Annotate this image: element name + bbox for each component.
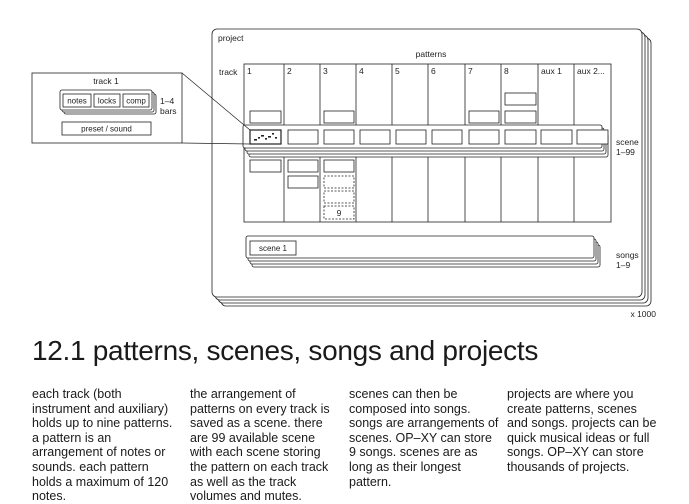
track-header: 5 — [395, 66, 400, 76]
track-header: aux 2... — [577, 66, 605, 76]
scene-1-box — [249, 240, 297, 256]
patterns-above — [249, 92, 537, 124]
scene-slot — [431, 129, 463, 145]
pattern-nine-label: 9 — [337, 208, 342, 218]
pattern-box — [504, 92, 537, 106]
preset-label: preset / sound — [81, 125, 132, 134]
songs-range: 1–9 — [616, 260, 630, 270]
comp-box — [122, 93, 150, 108]
empty-pattern-slot — [323, 175, 355, 189]
scene-slot — [468, 129, 500, 145]
project-structure-diagram: project patterns track 1 2 3 4 5 6 7 8 a… — [31, 28, 656, 319]
column-paragraph: scenes can then be composed into songs. … — [349, 387, 499, 489]
patterns-below — [249, 159, 355, 189]
scene-slot — [359, 129, 391, 145]
empty-pattern-slot — [323, 190, 355, 204]
track-header: aux 1 — [541, 66, 562, 76]
track-callout: track 1 notes locks comp 1–4 bars preset… — [31, 72, 183, 144]
songs-stack — [245, 235, 601, 268]
scene-range: 1–99 — [616, 147, 635, 157]
scene-slot — [540, 129, 573, 145]
pattern-box — [287, 159, 319, 173]
track-header: 2 — [287, 66, 292, 76]
notes-box — [62, 93, 92, 108]
section-heading: 12.1 patterns, scenes, songs and project… — [32, 335, 539, 366]
pattern-box — [323, 159, 355, 173]
pattern-box — [249, 110, 282, 124]
pattern-box — [323, 110, 355, 124]
pattern-box — [287, 175, 319, 189]
track-header: 6 — [431, 66, 436, 76]
text-column-projects: projects are where you create patterns, … — [507, 387, 657, 475]
note-dots — [254, 133, 277, 141]
scene-slot — [576, 129, 609, 145]
callout-title: track 1 — [93, 76, 119, 86]
comp-label: comp — [126, 97, 146, 106]
project-label: project — [218, 33, 244, 43]
track-header: 3 — [323, 66, 328, 76]
scene-1-label: scene 1 — [259, 244, 288, 253]
scene-pattern-slots — [249, 129, 609, 145]
track-header: 7 — [468, 66, 473, 76]
multiplier-label: x 1000 — [630, 309, 656, 319]
track-header: 8 — [504, 66, 509, 76]
column-paragraph: projects are where you create patterns, … — [507, 387, 657, 474]
patterns-label: patterns — [416, 49, 447, 59]
track-header: 4 — [359, 66, 364, 76]
pattern-box — [504, 110, 537, 124]
pattern-box — [249, 159, 282, 173]
notes-label: notes — [67, 97, 87, 106]
scene-slot — [287, 129, 319, 145]
track-headers: 1 2 3 4 5 6 7 8 aux 1 aux 2... — [247, 66, 605, 76]
empty-pattern-slot — [323, 205, 355, 220]
songs-label: songs — [616, 250, 639, 260]
bars-range: 1–4 — [160, 96, 174, 106]
column-paragraph: each track (both instrument and auxiliar… — [32, 387, 173, 504]
text-column-scenes: the arrangement of patterns on every tra… — [190, 387, 340, 504]
callout-connectors — [181, 72, 251, 145]
pattern-box — [468, 110, 500, 124]
locks-label: locks — [98, 97, 116, 106]
track-label: track — [219, 67, 238, 77]
scene-slot — [323, 129, 355, 145]
scene-slot — [395, 129, 427, 145]
track-header: 1 — [247, 66, 252, 76]
text-column-tracks: each track (both instrument and auxiliar… — [32, 387, 182, 504]
text-column-songs: scenes can then be composed into songs. … — [349, 387, 499, 489]
scene-slot — [504, 129, 537, 145]
empty-pattern-slots — [323, 175, 355, 220]
locks-box — [93, 93, 121, 108]
column-paragraph: the arrangement of patterns on every tra… — [190, 387, 330, 504]
scene-label: scene — [616, 137, 639, 147]
bars-label: bars — [160, 106, 177, 116]
preset-box — [61, 121, 152, 136]
